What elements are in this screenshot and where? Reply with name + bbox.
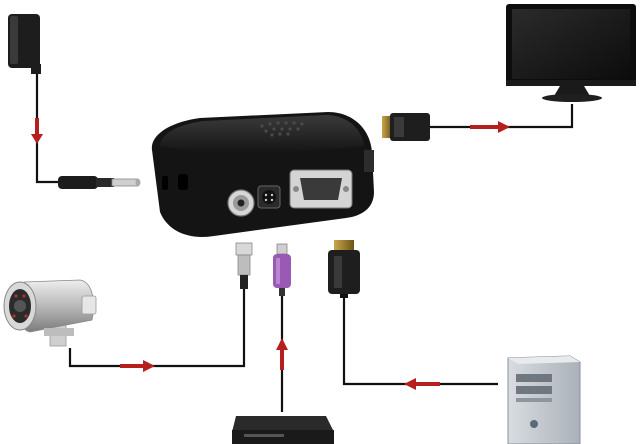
arrow-camera-right-icon — [120, 360, 155, 372]
arrows — [31, 118, 510, 390]
bnc-plug-icon — [235, 242, 253, 289]
camera-cable — [68, 288, 246, 368]
security-camera-icon — [3, 279, 97, 347]
power-cable — [35, 74, 60, 184]
arrow-dvd-up-icon — [276, 338, 288, 370]
arrow-pc-left-icon — [404, 378, 440, 390]
bnc-port-icon — [227, 189, 255, 217]
arrow-monitor-right-icon — [470, 121, 510, 133]
bnc-svideo-to-vga-converter-icon — [151, 112, 374, 237]
svideo-port-icon — [257, 185, 281, 209]
dvd-player-icon — [232, 416, 334, 444]
dc-barrel-plug-icon — [58, 176, 141, 189]
grille-icon — [260, 121, 304, 137]
pc-cable — [342, 296, 498, 386]
vga-port-icon — [289, 169, 353, 209]
svideo-plug-icon — [273, 243, 291, 296]
monitor-icon — [506, 4, 636, 102]
computer-tower-icon — [507, 355, 581, 444]
power-adapter-icon — [8, 14, 41, 74]
vga-plug-in-icon — [328, 240, 360, 298]
arrow-power-down-icon — [31, 118, 43, 144]
vga-plug-out-icon — [382, 113, 430, 141]
